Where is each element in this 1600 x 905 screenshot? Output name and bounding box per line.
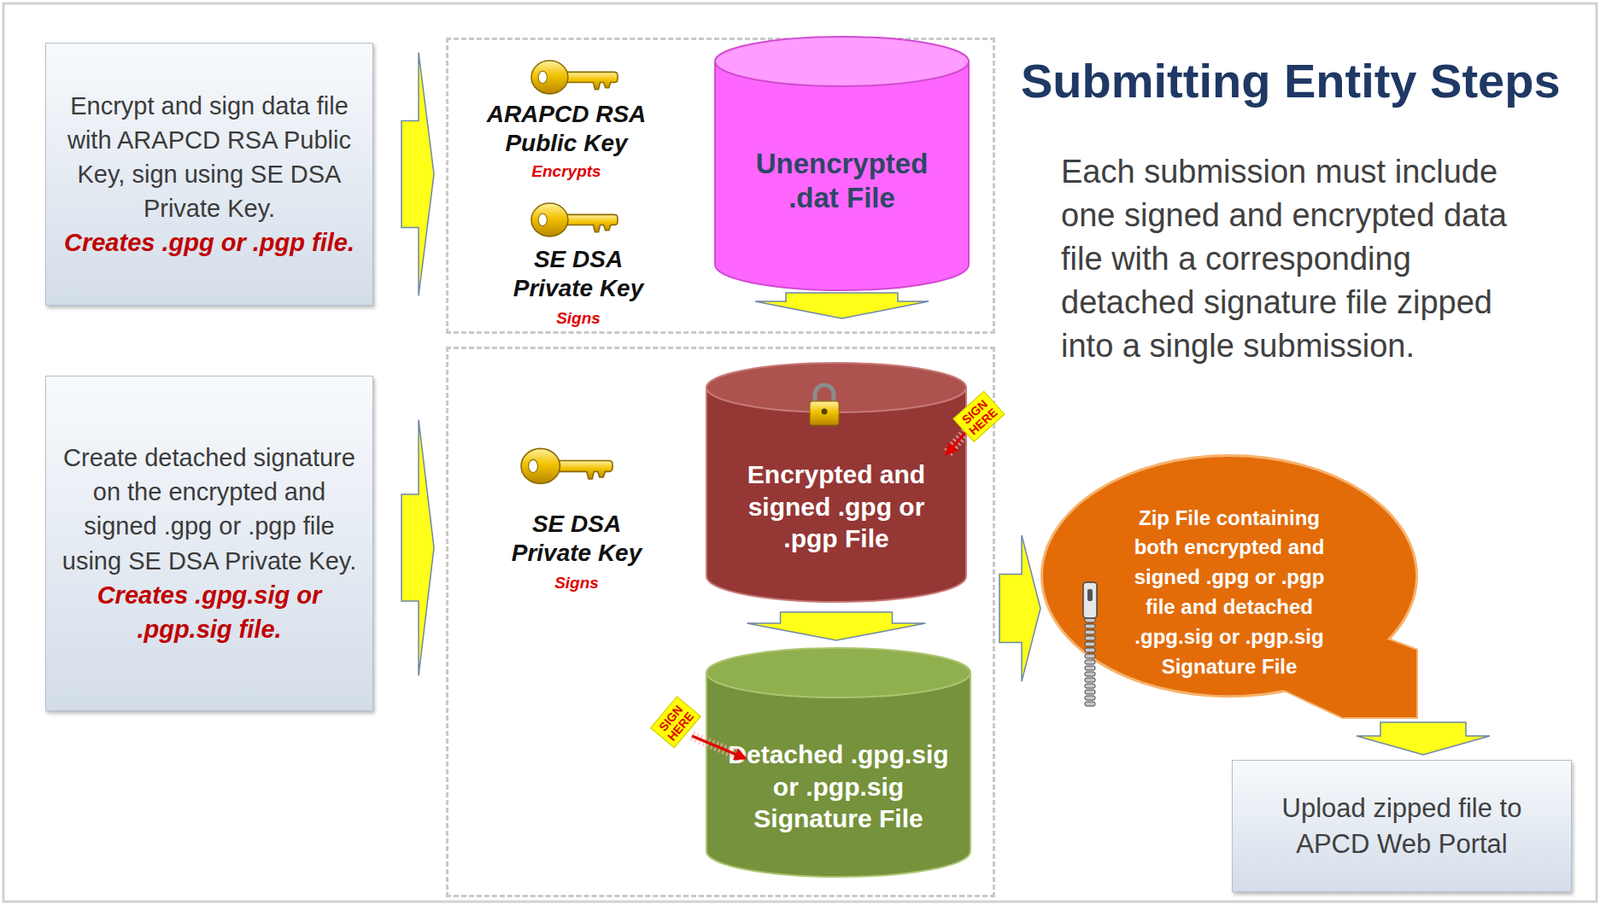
node-text: Upload zipped file to APCD Web Portal bbox=[1246, 791, 1558, 863]
diagram-title: Submitting Entity Steps bbox=[1020, 52, 1561, 109]
block-arrow bbox=[747, 612, 927, 641]
block-arrow bbox=[1356, 722, 1490, 756]
text-block: Detached .gpg.sig or .pgp.sig Signature … bbox=[722, 738, 955, 836]
frame bbox=[3, 3, 1597, 903]
text-block: Upload zipped file to APCD Web Portal bbox=[1246, 791, 1558, 863]
block-arrow bbox=[999, 535, 1041, 682]
text-area: Encrypt and sign data file with ARAPCD R… bbox=[61, 55, 358, 294]
text-area: Zip File containing both encrypted and s… bbox=[1122, 490, 1337, 696]
cylinder-body bbox=[706, 673, 971, 878]
key-caption: SE DSA Private Key bbox=[495, 509, 658, 568]
dashed-group: SE DSA Private KeySigns Encrypted and sig… bbox=[445, 346, 996, 898]
cylinder-top bbox=[706, 648, 971, 698]
key-icon bbox=[521, 448, 613, 484]
upload-box: Upload zipped file to APCD Web Portal bbox=[1231, 760, 1572, 893]
step-box: Encrypt and sign data file with ARAPCD R… bbox=[45, 42, 374, 306]
note-text: Creates .gpg.sig or .pgp.sig file. bbox=[61, 578, 358, 647]
node-text: Create detached signature on the encrypt… bbox=[61, 440, 358, 578]
block-arrow bbox=[401, 420, 434, 677]
text-area: Unencrypted .dat File bbox=[739, 88, 944, 274]
key-caption: SE DSA Private Key bbox=[497, 245, 660, 303]
node-text: Encrypted and signed .gpg or .pgp File bbox=[722, 458, 950, 556]
text-area: Create detached signature on the encrypt… bbox=[61, 388, 358, 699]
dashed-group: ARAPCD RSA Public KeyEncrypts SE DSA Priv… bbox=[445, 37, 996, 335]
note-text: Each submission must include one signed … bbox=[1060, 150, 1523, 369]
text-block: Create detached signature on the encrypt… bbox=[61, 440, 358, 646]
text-block: Unencrypted .dat File bbox=[739, 146, 944, 217]
text-block: Zip File containing both encrypted and s… bbox=[1122, 504, 1337, 683]
cylinder-body bbox=[715, 61, 969, 291]
sign-here-sticker: SIGN HERE bbox=[650, 696, 702, 749]
node-text: Zip File containing both encrypted and s… bbox=[1122, 504, 1337, 683]
text-area: Detached .gpg.sig or .pgp.sig Signature … bbox=[722, 707, 955, 868]
step-box: Create detached signature on the encrypt… bbox=[45, 375, 374, 712]
key-role: Signs bbox=[497, 309, 660, 329]
block-arrow bbox=[401, 52, 434, 297]
key-role: Signs bbox=[495, 574, 658, 594]
node-text: Encrypt and sign data file with ARAPCD R… bbox=[61, 88, 358, 226]
block-arrow bbox=[755, 293, 929, 319]
bubble-fill bbox=[1043, 457, 1417, 718]
cylinder-body bbox=[706, 387, 967, 603]
node-text: Detached .gpg.sig or .pgp.sig Signature … bbox=[722, 738, 955, 836]
text-block: Encrypt and sign data file with ARAPCD R… bbox=[61, 88, 358, 260]
cylinder-top bbox=[715, 36, 969, 87]
key-caption: ARAPCD RSA Public Key bbox=[480, 99, 652, 158]
node-text: Unencrypted .dat File bbox=[739, 146, 944, 217]
zipper-icon bbox=[1083, 582, 1097, 707]
file-cylinder: Encrypted and signed .gpg or .pgp File bbox=[705, 362, 968, 603]
file-cylinder: Unencrypted .dat File bbox=[714, 35, 970, 291]
lock-icon bbox=[809, 385, 839, 426]
key-role: Encrypts bbox=[480, 162, 652, 182]
zip-bubble: Zip File containing both encrypted and s… bbox=[1040, 454, 1419, 720]
bubble-outline bbox=[1042, 456, 1417, 718]
text-area: Encrypted and signed .gpg or .pgp File bbox=[722, 432, 950, 582]
key-icon bbox=[531, 60, 618, 94]
note-text: Creates .gpg or .pgp file. bbox=[61, 225, 358, 260]
file-cylinder: Detached .gpg.sig or .pgp.sig Signature … bbox=[705, 647, 972, 878]
text-area: Upload zipped file to APCD Web Portal bbox=[1246, 771, 1558, 882]
text-block: Encrypted and signed .gpg or .pgp File bbox=[722, 458, 950, 556]
key-icon bbox=[531, 203, 618, 237]
